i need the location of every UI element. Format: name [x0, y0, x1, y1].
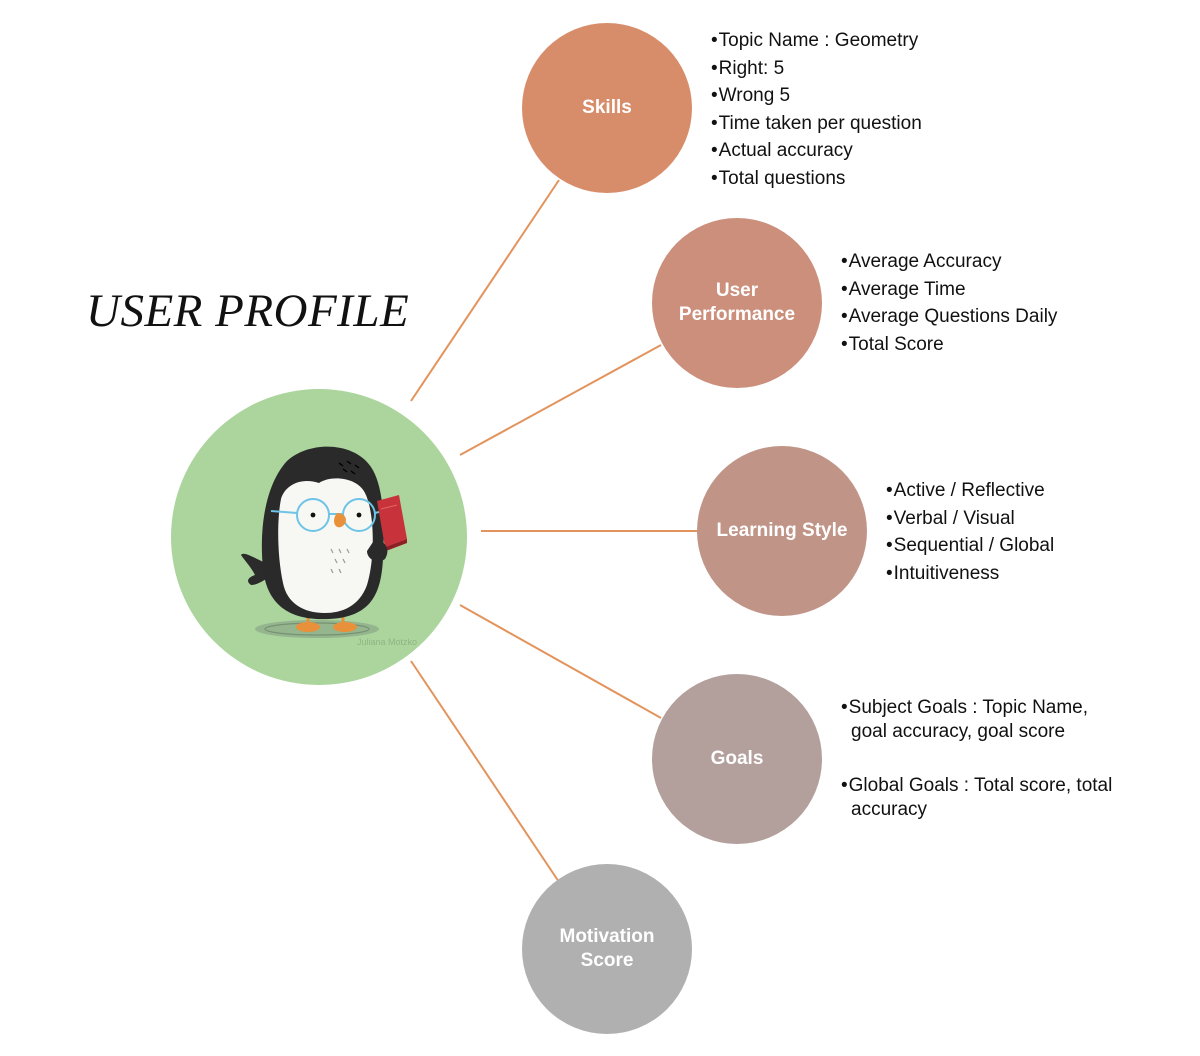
list-item: Topic Name : Geometry: [711, 27, 922, 55]
user-profile-hub: Juliana Motzko: [171, 389, 467, 685]
learning-style-node-label: Learning Style: [716, 520, 848, 541]
learning-style-details: Active / Reflective Verbal / Visual Sequ…: [886, 477, 1055, 588]
list-item: Active / Reflective: [886, 477, 1054, 505]
list-item: Right: 5: [711, 55, 922, 83]
learning-style-node: Learning Style: [697, 446, 867, 616]
list-item: Wrong 5: [711, 82, 922, 110]
motivation-score-node: Motivation Score: [522, 864, 692, 1034]
skills-details: Topic Name : Geometry Right: 5 Wrong 5 T…: [711, 27, 922, 192]
skills-node-label: Skills: [582, 97, 632, 118]
watermark: Juliana Motzko: [357, 637, 417, 647]
list-item: Actual accuracy: [711, 137, 922, 165]
penguin-icon: Juliana Motzko: [241, 446, 417, 647]
connector-motivation-score: [410, 660, 560, 883]
skills-node: Skills: [522, 23, 692, 193]
list-item: Time taken per question: [711, 110, 922, 138]
motivation-score-node-label: Motivation Score: [559, 926, 655, 971]
list-item: Total questions: [711, 165, 922, 193]
list-item: Subject Goals : Topic Name, goal accurac…: [841, 696, 1121, 744]
goals-details: Subject Goals : Topic Name, goal accurac…: [841, 696, 1121, 822]
list-item: Average Questions Daily: [841, 303, 1058, 331]
list-item: Total Score: [841, 331, 1057, 359]
goals-node-label: Goals: [710, 748, 764, 769]
list-item: Sequential / Global: [886, 532, 1055, 560]
user-performance-node-label: User Performance: [678, 280, 796, 325]
list-item: Global Goals : Total score, total accura…: [841, 774, 1121, 822]
goals-node: Goals: [652, 674, 822, 844]
connector-skills: [410, 179, 560, 402]
list-item: Average Accuracy: [841, 248, 1057, 276]
connector-goals: [459, 604, 662, 719]
list-item: Intuitiveness: [886, 560, 1054, 588]
page-title: USER PROFILE: [86, 285, 410, 337]
list-item: Verbal / Visual: [886, 505, 1054, 533]
list-item: Average Time: [841, 276, 1057, 304]
user-performance-details: Average Accuracy Average Time Average Qu…: [841, 248, 1058, 359]
connector-user-performance: [459, 344, 662, 456]
user-performance-node: User Performance: [652, 218, 822, 388]
